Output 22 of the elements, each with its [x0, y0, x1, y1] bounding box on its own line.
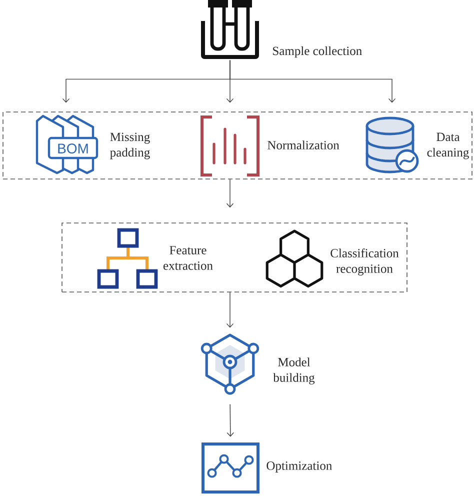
step-label: Normalization — [268, 140, 340, 150]
arrow — [226, 404, 234, 437]
arrow — [230, 60, 396, 103]
line-chart-icon — [202, 442, 260, 494]
hierarchy-icon — [97, 228, 158, 289]
step-label: Feature extraction — [164, 246, 213, 270]
test-tubes-icon — [201, 0, 259, 59]
text-tag: BOM — [48, 136, 98, 160]
step-label: Optimization — [266, 462, 332, 472]
hexagons-icon — [266, 230, 324, 288]
step-label: Sample collection — [273, 46, 362, 58]
arrow — [226, 179, 234, 208]
database-icon — [366, 116, 419, 174]
bar-chart-icon — [200, 116, 260, 176]
arrow — [226, 292, 234, 328]
cube-network-icon — [200, 334, 260, 395]
dashed-frame — [62, 222, 408, 292]
step-label: Data cleaning — [427, 132, 469, 160]
step-label: Missing padding — [110, 132, 150, 160]
step-label: Classification recognition — [330, 248, 399, 276]
dashed-frame — [2, 112, 472, 180]
step-label: Model building — [273, 358, 315, 384]
